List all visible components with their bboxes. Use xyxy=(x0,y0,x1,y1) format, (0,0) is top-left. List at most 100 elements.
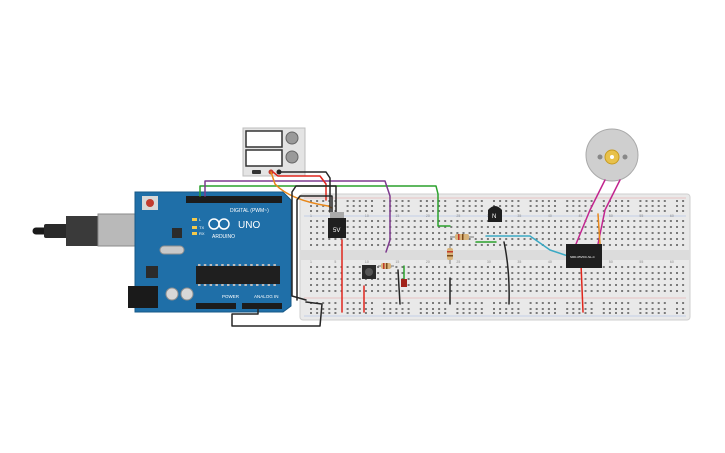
breadboard-hole[interactable] xyxy=(621,266,624,268)
breadboard-hole[interactable] xyxy=(505,272,508,274)
breadboard-hole[interactable] xyxy=(377,232,380,234)
breadboard-hole[interactable] xyxy=(627,200,630,202)
breadboard-hole[interactable] xyxy=(541,200,544,202)
breadboard-hole[interactable] xyxy=(377,244,380,246)
breadboard-hole[interactable] xyxy=(316,200,319,202)
breadboard-hole[interactable] xyxy=(621,238,624,240)
breadboard-hole[interactable] xyxy=(474,272,477,274)
breadboard-hole[interactable] xyxy=(499,290,502,292)
breadboard-hole[interactable] xyxy=(419,238,422,240)
breadboard-hole[interactable] xyxy=(621,244,624,246)
breadboard-hole[interactable] xyxy=(584,308,587,310)
breadboard-hole[interactable] xyxy=(401,210,404,212)
breadboard-hole[interactable] xyxy=(456,205,459,207)
breadboard-hole[interactable] xyxy=(493,272,495,274)
breadboard-hole[interactable] xyxy=(505,205,508,207)
breadboard-hole[interactable] xyxy=(505,290,508,292)
breadboard-hole[interactable] xyxy=(657,232,660,234)
breadboard-hole[interactable] xyxy=(474,220,477,222)
breadboard-hole[interactable] xyxy=(444,272,447,274)
breadboard-hole[interactable] xyxy=(480,308,483,310)
breadboard-hole[interactable] xyxy=(682,226,685,228)
breadboard-hole[interactable] xyxy=(401,205,404,207)
breadboard-hole[interactable] xyxy=(480,200,483,202)
breadboard-hole[interactable] xyxy=(645,272,648,274)
breadboard-hole[interactable] xyxy=(413,272,416,274)
breadboard-hole[interactable] xyxy=(602,200,605,202)
resistor[interactable] xyxy=(450,234,474,240)
breadboard-hole[interactable] xyxy=(322,272,325,274)
breadboard-hole[interactable] xyxy=(316,210,319,212)
breadboard-hole[interactable] xyxy=(657,302,660,304)
breadboard-hole[interactable] xyxy=(517,308,520,310)
breadboard-hole[interactable] xyxy=(358,220,361,222)
breadboard-hole[interactable] xyxy=(639,205,642,207)
breadboard-hole[interactable] xyxy=(316,232,319,234)
breadboard-hole[interactable] xyxy=(505,284,508,286)
breadboard-hole[interactable] xyxy=(364,238,367,240)
breadboard-hole[interactable] xyxy=(462,278,465,280)
breadboard-hole[interactable] xyxy=(322,308,325,310)
breadboard-hole[interactable] xyxy=(456,220,459,222)
breadboard-hole[interactable] xyxy=(682,290,685,292)
breadboard-hole[interactable] xyxy=(602,272,605,274)
breadboard-hole[interactable] xyxy=(547,278,550,280)
breadboard-hole[interactable] xyxy=(554,312,556,314)
breadboard-hole[interactable] xyxy=(346,232,349,234)
breadboard-hole[interactable] xyxy=(444,284,447,286)
breadboard-hole[interactable] xyxy=(419,205,422,207)
breadboard-hole[interactable] xyxy=(352,205,355,207)
breadboard-hole[interactable] xyxy=(627,272,630,274)
breadboard-hole[interactable] xyxy=(584,232,587,234)
breadboard-hole[interactable] xyxy=(383,210,386,212)
breadboard-hole[interactable] xyxy=(413,290,416,292)
breadboard-hole[interactable] xyxy=(364,308,367,310)
breadboard-hole[interactable] xyxy=(401,226,404,228)
breadboard-hole[interactable] xyxy=(584,290,587,292)
breadboard-hole[interactable] xyxy=(425,226,428,228)
power-supply[interactable] xyxy=(242,127,306,177)
breadboard-hole[interactable] xyxy=(450,226,453,228)
breadboard-hole[interactable] xyxy=(413,238,416,240)
breadboard-hole[interactable] xyxy=(541,290,544,292)
breadboard-hole[interactable] xyxy=(322,244,325,246)
breadboard-hole[interactable] xyxy=(523,244,526,246)
breadboard-hole[interactable] xyxy=(663,205,666,207)
breadboard-hole[interactable] xyxy=(657,290,660,292)
breadboard-hole[interactable] xyxy=(645,312,648,314)
breadboard-hole[interactable] xyxy=(529,290,532,292)
breadboard-hole[interactable] xyxy=(493,308,495,310)
breadboard-hole[interactable] xyxy=(322,302,325,304)
breadboard-hole[interactable] xyxy=(615,278,617,280)
breadboard-hole[interactable] xyxy=(377,278,380,280)
breadboard-hole[interactable] xyxy=(572,278,575,280)
breadboard-hole[interactable] xyxy=(438,302,441,304)
breadboard-hole[interactable] xyxy=(602,210,605,212)
breadboard-hole[interactable] xyxy=(450,284,453,286)
breadboard-hole[interactable] xyxy=(401,200,404,202)
breadboard-hole[interactable] xyxy=(438,226,441,228)
breadboard-hole[interactable] xyxy=(676,308,678,310)
breadboard-hole[interactable] xyxy=(432,232,434,234)
breadboard-hole[interactable] xyxy=(432,238,434,240)
breadboard-hole[interactable] xyxy=(639,226,642,228)
breadboard-hole[interactable] xyxy=(419,232,422,234)
wire-black[interactable] xyxy=(231,301,323,327)
breadboard-hole[interactable] xyxy=(444,266,447,268)
breadboard-hole[interactable] xyxy=(322,284,325,286)
breadboard-hole[interactable] xyxy=(535,278,538,280)
breadboard-hole[interactable] xyxy=(493,290,495,292)
breadboard-hole[interactable] xyxy=(621,272,624,274)
breadboard-hole[interactable] xyxy=(639,232,642,234)
breadboard-hole[interactable] xyxy=(651,220,654,222)
breadboard-hole[interactable] xyxy=(334,272,337,274)
breadboard-hole[interactable] xyxy=(389,290,392,292)
breadboard-hole[interactable] xyxy=(493,200,495,202)
breadboard-hole[interactable] xyxy=(584,200,587,202)
breadboard-hole[interactable] xyxy=(322,205,325,207)
breadboard-hole[interactable] xyxy=(541,302,544,304)
breadboard-hole[interactable] xyxy=(377,238,380,240)
breadboard-hole[interactable] xyxy=(358,205,361,207)
breadboard-hole[interactable] xyxy=(493,226,495,228)
